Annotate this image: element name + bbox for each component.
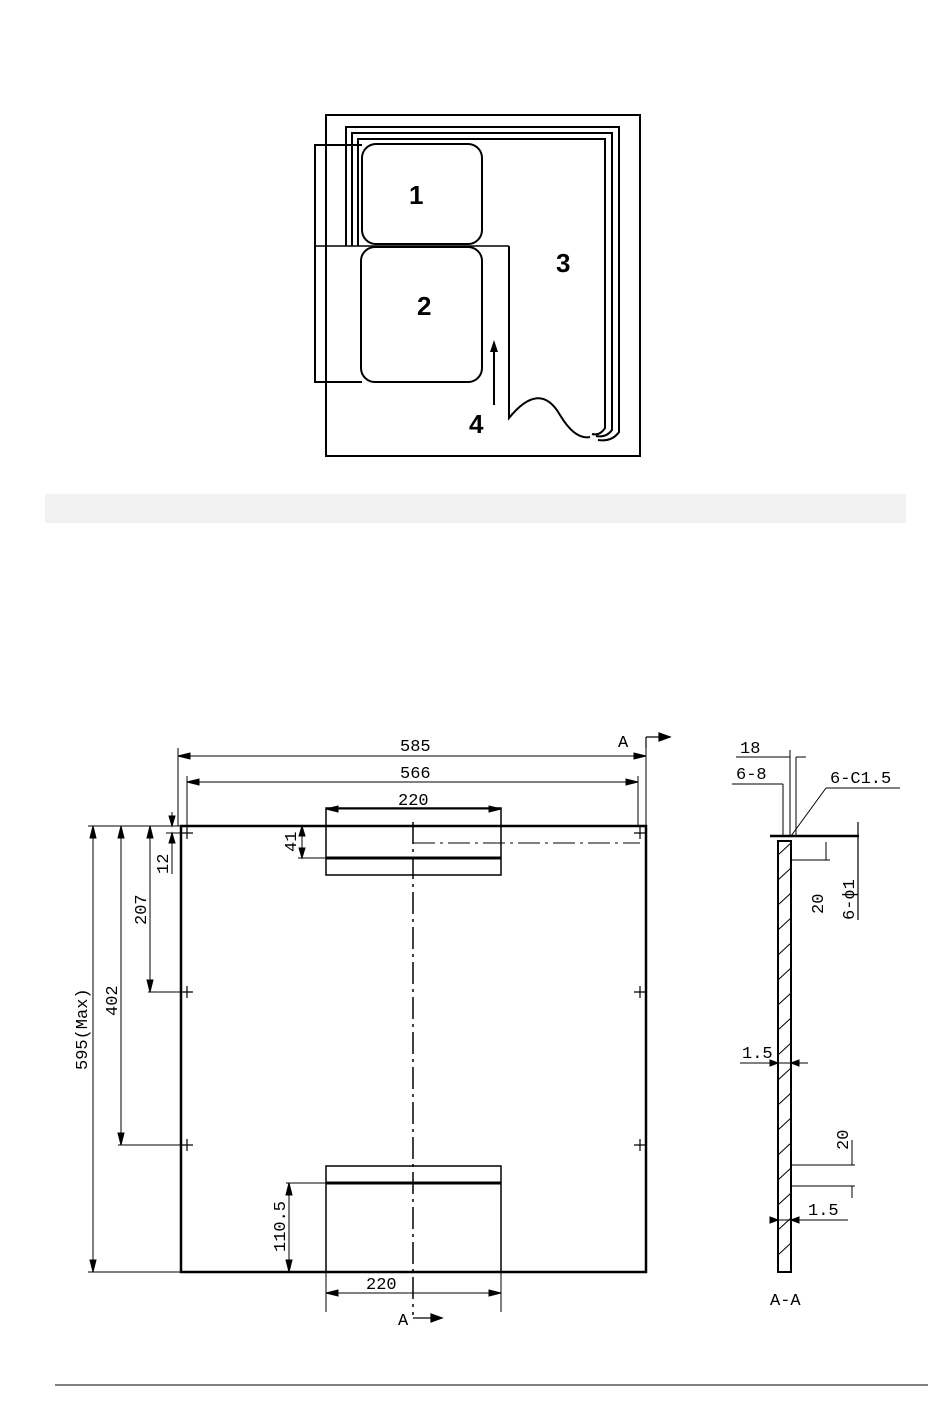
- section-label-a-a: A-A: [770, 1292, 801, 1311]
- section-mark-top: A: [618, 734, 629, 753]
- dim-207-label: 207: [133, 894, 152, 925]
- dim-585: [178, 748, 646, 826]
- front-view: 585 A 566 220: [74, 733, 670, 1331]
- section-arrow-top: [646, 733, 670, 748]
- dim-18: [736, 750, 806, 836]
- side-hatch: [778, 843, 791, 1255]
- side-view: 18 6-8 6-C1.5 20 6-ϕ1 1.5: [732, 740, 900, 1311]
- dim-566-label: 566: [400, 765, 431, 784]
- section-arrow-bottom: [413, 1314, 442, 1322]
- dim-20-bottom-label: 20: [835, 1130, 854, 1150]
- top-figure: 1 2 3 4: [315, 115, 640, 456]
- section-mark-bottom: A: [398, 1312, 409, 1331]
- dim-6-8: [732, 784, 783, 836]
- dim-20-top-label: 20: [810, 894, 829, 914]
- side-body: [778, 841, 791, 1272]
- dim-6-c1-5-label: 6-C1.5: [830, 770, 891, 789]
- dim-402: [118, 826, 187, 1145]
- dim-20-top: [791, 842, 830, 860]
- dim-595-label: 595(Max): [74, 988, 93, 1070]
- dim-12-label: 12: [155, 854, 174, 874]
- item-3-sheet: [509, 246, 590, 437]
- dim-595: [88, 826, 181, 1272]
- dim-110-5: [286, 1183, 326, 1272]
- label-3: 3: [556, 248, 570, 278]
- dim-402-label: 402: [104, 985, 123, 1016]
- dim-18-label: 18: [740, 740, 760, 759]
- dim-41: [298, 826, 326, 858]
- dim-220-top-label: 220: [398, 792, 429, 811]
- dim-41-label: 41: [283, 832, 302, 852]
- arrow-4-head: [490, 340, 498, 352]
- dim-1-5-left-label: 1.5: [742, 1045, 773, 1064]
- separator-band: [45, 494, 906, 523]
- dim-6-8-label: 6-8: [736, 766, 767, 785]
- label-1: 1: [409, 180, 423, 210]
- label-4: 4: [469, 409, 484, 439]
- dim-220-bottom-label: 220: [366, 1276, 397, 1295]
- leader-6-c1-5: [791, 788, 900, 836]
- label-2: 2: [417, 291, 431, 321]
- dim-110-5-label: 110.5: [272, 1201, 291, 1252]
- dim-6-phi1-label: 6-ϕ1: [841, 879, 860, 920]
- dim-1-5-right-label: 1.5: [808, 1202, 839, 1221]
- left-slot: [315, 145, 362, 382]
- dim-585-label: 585: [400, 738, 431, 757]
